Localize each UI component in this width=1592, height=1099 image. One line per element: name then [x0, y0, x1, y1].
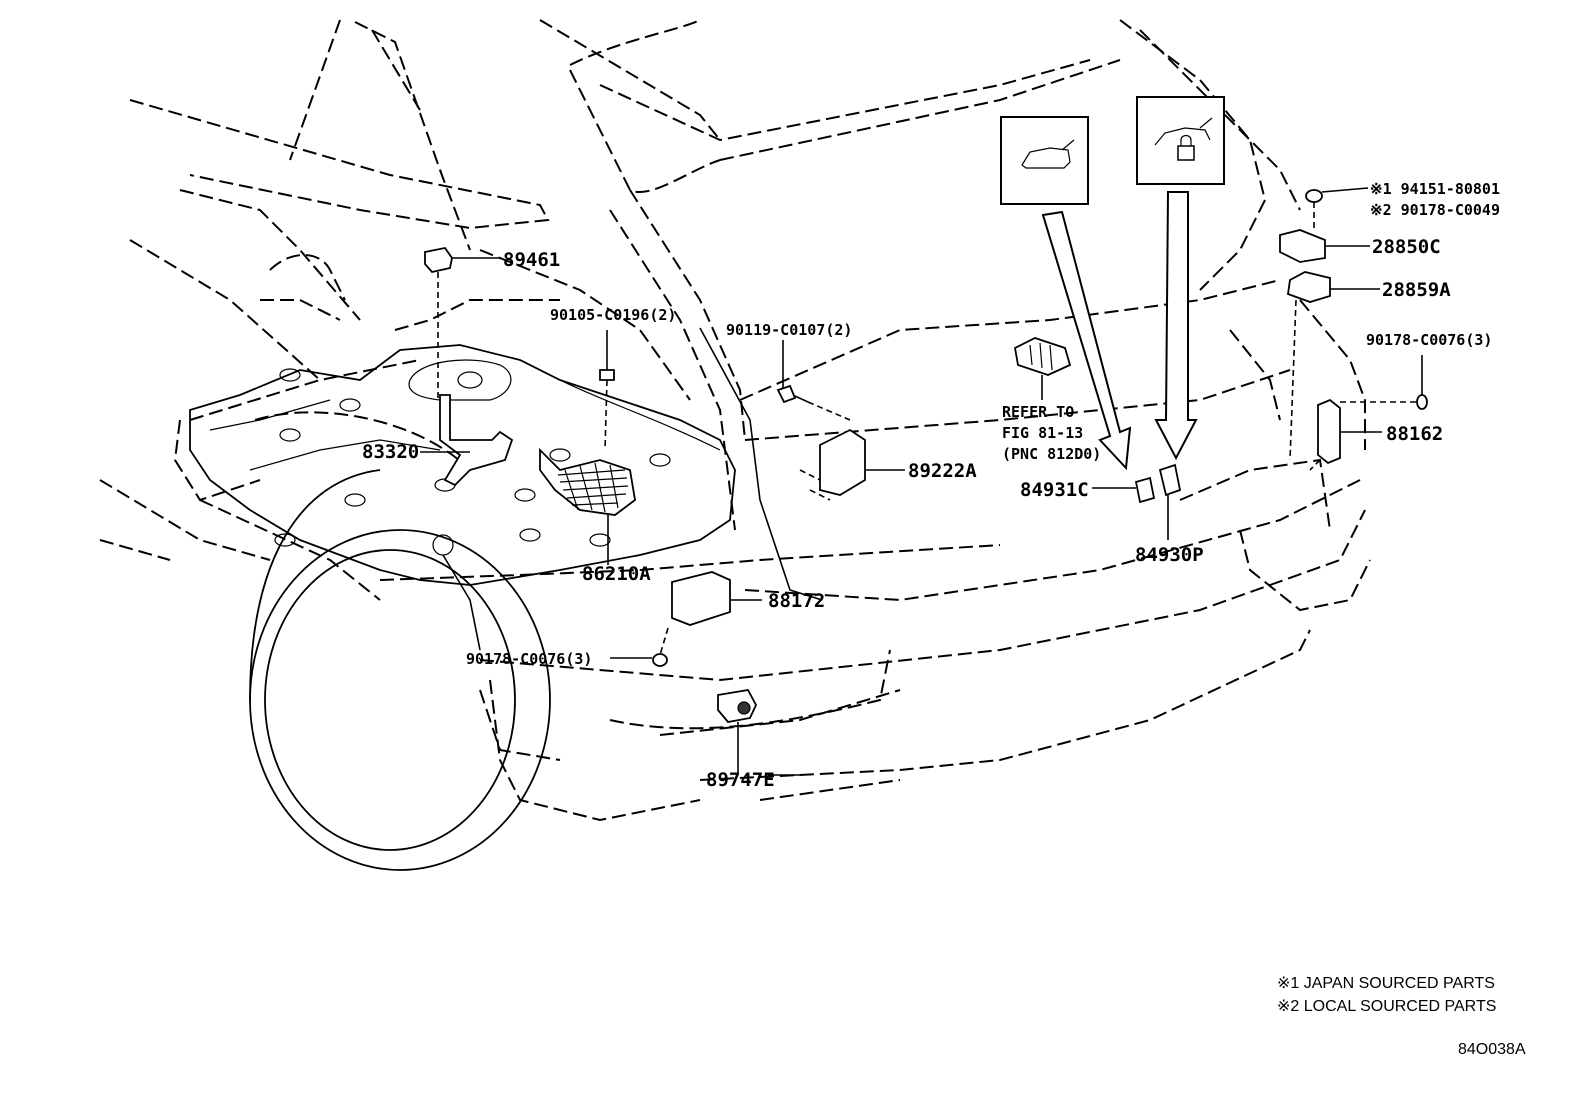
part-88172-ecu: [659, 571, 762, 656]
label-88162: 88162: [1386, 423, 1443, 445]
label-90178-right: 90178-C0076(3): [1366, 331, 1492, 349]
vehicle-body-outline: [99, 19, 1371, 822]
label-refer-line1: REFER TO: [1002, 403, 1074, 421]
label-88172: 88172: [768, 590, 825, 612]
label-28859A: 28859A: [1382, 279, 1451, 301]
part-89222A-module: [799, 428, 905, 501]
label-90105: 90105-C0196(2): [550, 306, 676, 324]
part-83320-height-sensor: [420, 394, 514, 487]
footnote-japan-sourced: ※1 JAPAN SOURCED PARTS: [1277, 975, 1495, 992]
label-89461: 89461: [503, 249, 560, 271]
part-90105-bolt: [599, 330, 615, 381]
label-84931C: 84931C: [1020, 479, 1089, 501]
rear-wheel: [249, 411, 551, 871]
arrow-down-left: [1041, 210, 1132, 471]
leader-90178-wheel: [442, 554, 481, 651]
part-90119-bolt: [776, 340, 851, 421]
vehicle-rear-lock-icon: [1136, 96, 1225, 185]
label-refer-line2: FIG 81-13: [1002, 424, 1083, 442]
part-89461-sensor: [424, 247, 500, 400]
part-refer-switch: [1013, 337, 1072, 400]
arrow-down-right: [1154, 191, 1198, 461]
label-89747E: 89747E: [706, 769, 775, 791]
part-84930P-switch: [1158, 463, 1182, 540]
label-84930P: 84930P: [1135, 544, 1204, 566]
figure-code: 84O038A: [1458, 1041, 1526, 1058]
part-89747E-camera: [717, 689, 758, 775]
label-28850C: 28850C: [1372, 236, 1441, 258]
part-28859A-bracket: [1287, 271, 1380, 461]
leader-88172: [699, 327, 823, 601]
label-83320: 83320: [362, 441, 419, 463]
label-s1-part: ※1 94151-80801: [1370, 180, 1500, 198]
label-90119: 90119-C0107(2): [726, 321, 852, 339]
label-89222A: 89222A: [908, 460, 977, 482]
part-90178-nut-left: [610, 653, 668, 667]
part-28850C-relay: [1279, 187, 1370, 263]
label-s2-part: ※2 90178-C0049: [1370, 201, 1500, 219]
vehicle-rear-icon: [1000, 116, 1089, 205]
part-88162-module: [1309, 355, 1428, 471]
footnote-local-sourced: ※2 LOCAL SOURCED PARTS: [1277, 998, 1497, 1015]
label-86210A: 86210A: [582, 563, 651, 585]
part-84931C-switch: [1092, 476, 1156, 504]
label-refer-line3: (PNC 812D0): [1002, 445, 1101, 463]
label-90178-left: 90178-C0076(3): [466, 650, 592, 668]
part-86210A-antenna: [539, 379, 636, 565]
